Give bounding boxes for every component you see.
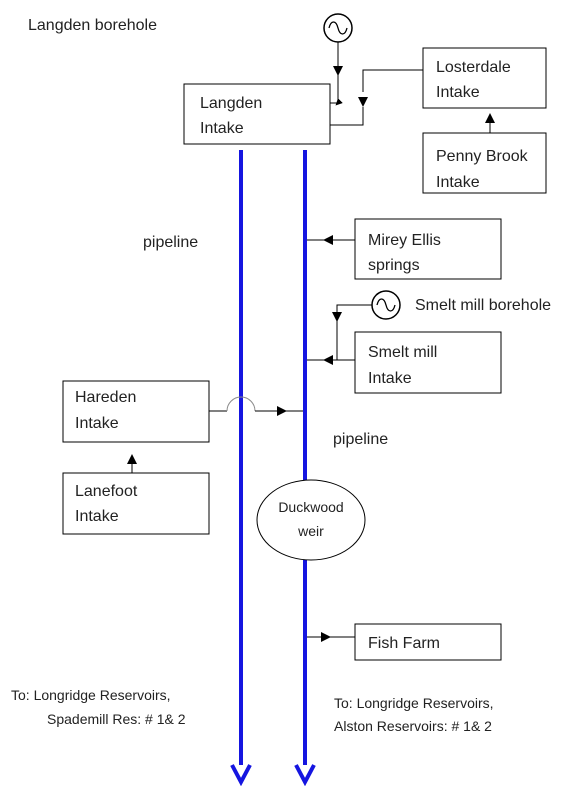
langden-intake-box[interactable]: Langden Intake — [183, 83, 331, 145]
smelt-mill-borehole-arrow — [332, 312, 342, 322]
fish-farm-box[interactable]: Fish Farm — [354, 623, 502, 661]
duckwood-weir-label-line1: Duckwood — [278, 499, 343, 515]
lanefoot-intake-label-line2: Intake — [75, 508, 119, 525]
langden-borehole-connector — [330, 42, 343, 106]
losterdale-intake-label-line2: Intake — [436, 84, 480, 101]
penny-brook-intake-label-line1: Penny Brook — [436, 148, 529, 165]
penny-brook-arrow — [485, 113, 495, 123]
smelt-mill-intake-label-line2: Intake — [368, 370, 412, 387]
pipeline-right-arrowhead — [294, 764, 316, 786]
mirey-ellis-arrow — [323, 235, 333, 245]
lanefoot-intake-label-line1: Lanefoot — [75, 483, 138, 500]
destination-left-line2: Spademill Res: # 1& 2 — [47, 711, 186, 727]
langden-borehole: Langden borehole — [28, 13, 353, 43]
losterdale-junction — [330, 107, 364, 126]
pipeline-left-arrowhead — [230, 764, 252, 786]
mirey-ellis-label-line1: Mirey Ellis — [368, 232, 441, 249]
borehole-pump-icon — [323, 13, 353, 43]
destination-right: To: Longridge Reservoirs, Alston Reservo… — [334, 695, 494, 734]
smelt-mill-borehole-label: Smelt mill borehole — [415, 297, 551, 314]
hareden-intake-label-line2: Intake — [75, 415, 119, 432]
langden-intake-label-line2: Intake — [200, 120, 244, 137]
hareden-crossover — [226, 396, 256, 412]
fish-farm-label: Fish Farm — [368, 635, 440, 652]
pipeline-label-left: pipeline — [143, 234, 198, 251]
smelt-mill-borehole: Smelt mill borehole — [371, 290, 551, 320]
losterdale-connector — [362, 69, 423, 92]
lanefoot-intake-box[interactable]: Lanefoot Intake — [62, 472, 210, 535]
mirey-ellis-label-line2: springs — [368, 257, 420, 274]
langden-intake-label-line1: Langden — [200, 95, 262, 112]
destination-left: To: Longridge Reservoirs, Spademill Res:… — [11, 687, 186, 727]
penny-brook-intake-label-line2: Intake — [436, 174, 480, 191]
hareden-intake-box[interactable]: Hareden Intake — [62, 380, 210, 443]
losterdale-intake-label-line1: Losterdale — [436, 59, 511, 76]
pipeline-lines — [230, 150, 316, 786]
smelt-mill-intake-arrow — [323, 355, 333, 365]
lanefoot-arrow — [127, 454, 137, 464]
smelt-mill-borehole-connector — [307, 304, 372, 361]
borehole-pump-icon — [371, 290, 401, 320]
losterdale-arrow — [358, 97, 368, 107]
pipeline-label-right: pipeline — [333, 431, 388, 448]
mirey-ellis-springs-box[interactable]: Mirey Ellis springs — [354, 218, 502, 280]
smelt-mill-intake-label-line1: Smelt mill — [368, 344, 437, 361]
destination-left-line1: To: Longridge Reservoirs, — [11, 687, 171, 703]
duckwood-weir[interactable]: Duckwood weir — [256, 479, 366, 561]
smelt-mill-intake-box[interactable]: Smelt mill Intake — [354, 331, 502, 394]
penny-brook-intake-box[interactable]: Penny Brook Intake — [422, 132, 547, 194]
destination-right-line2: Alston Reservoirs: # 1& 2 — [334, 718, 492, 734]
losterdale-intake-box[interactable]: Losterdale Intake — [422, 47, 547, 109]
hareden-intake-label-line1: Hareden — [75, 389, 136, 406]
destination-right-line1: To: Longridge Reservoirs, — [334, 695, 494, 711]
duckwood-weir-label-line2: weir — [297, 523, 324, 539]
hareden-arrow — [277, 406, 287, 416]
fish-farm-arrow — [321, 632, 331, 642]
langden-borehole-label: Langden borehole — [28, 17, 157, 34]
langden-borehole-arrow — [333, 66, 343, 76]
